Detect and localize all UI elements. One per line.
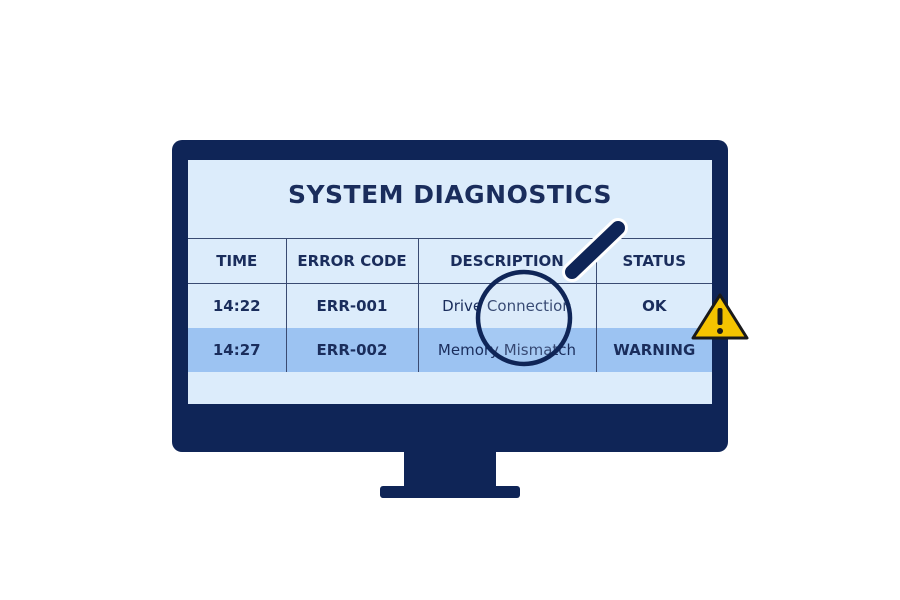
monitor-neck xyxy=(404,452,496,488)
cell-error-code: ERR-002 xyxy=(286,328,419,372)
cell-error-code: ERR-001 xyxy=(286,283,419,328)
cell-time: 14:22 xyxy=(188,283,287,328)
cell-status: WARNING xyxy=(596,328,712,372)
page-title: SYSTEM DIAGNOSTICS xyxy=(287,180,613,209)
warning-triangle-icon xyxy=(691,293,749,340)
cell-status: OK xyxy=(642,297,667,315)
column-header-status: STATUS xyxy=(622,252,687,270)
cell-time: 14:27 xyxy=(188,328,287,372)
monitor-base xyxy=(380,486,520,498)
column-header-time: TIME xyxy=(188,238,287,284)
column-header-error-code: ERROR CODE xyxy=(286,238,419,284)
